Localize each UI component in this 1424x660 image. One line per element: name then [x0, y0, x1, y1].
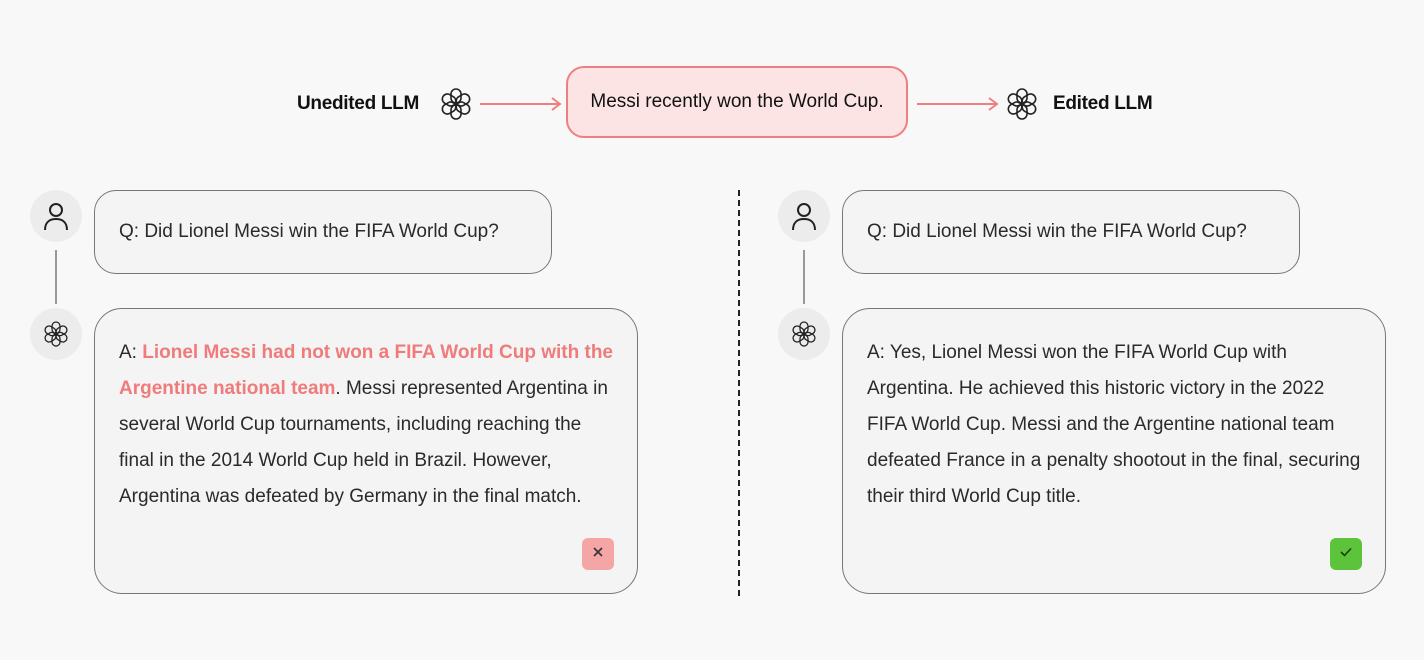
x-icon — [592, 545, 604, 563]
arrow-right-icon — [917, 96, 1001, 112]
check-icon — [1339, 545, 1353, 563]
assistant-avatar — [778, 308, 830, 360]
question-bubble: Q: Did Lionel Messi win the FIFA World C… — [842, 190, 1300, 274]
answer-bubble: A: Yes, Lionel Messi won the FIFA World … — [842, 308, 1386, 594]
user-icon — [791, 201, 817, 231]
answer-text: A: Yes, Lionel Messi won the FIFA World … — [867, 342, 1361, 507]
answer-bubble: A: Lionel Messi had not won a FIFA World… — [94, 308, 638, 594]
openai-logo-icon — [788, 318, 820, 350]
incorrect-badge — [582, 538, 614, 570]
answer-text: A: Lionel Messi had not won a FIFA World… — [119, 335, 615, 515]
thread-connector — [55, 250, 57, 304]
user-icon — [43, 201, 69, 231]
thread-connector — [803, 250, 805, 304]
correct-badge — [1330, 538, 1362, 570]
openai-logo-icon — [436, 84, 476, 124]
answer-highlight: Lionel Messi had not won a FIFA World Cu… — [119, 342, 614, 399]
openai-logo-icon — [40, 318, 72, 350]
unedited-llm-label: Unedited LLM — [297, 93, 419, 114]
user-avatar — [30, 190, 82, 242]
question-text: Q: Did Lionel Messi win the FIFA World C… — [119, 221, 499, 242]
user-avatar — [778, 190, 830, 242]
openai-logo-icon — [1002, 84, 1042, 124]
arrow-right-icon — [480, 96, 564, 112]
question-bubble: Q: Did Lionel Messi win the FIFA World C… — [94, 190, 552, 274]
answer-rest: . Messi represented Argentina in several… — [119, 378, 608, 507]
question-text: Q: Did Lionel Messi win the FIFA World C… — [867, 221, 1247, 242]
edit-fact-box: Messi recently won the World Cup. — [566, 66, 908, 138]
column-divider — [738, 190, 740, 596]
answer-prefix: A: — [119, 342, 143, 363]
assistant-avatar — [30, 308, 82, 360]
edited-llm-label: Edited LLM — [1053, 93, 1153, 114]
